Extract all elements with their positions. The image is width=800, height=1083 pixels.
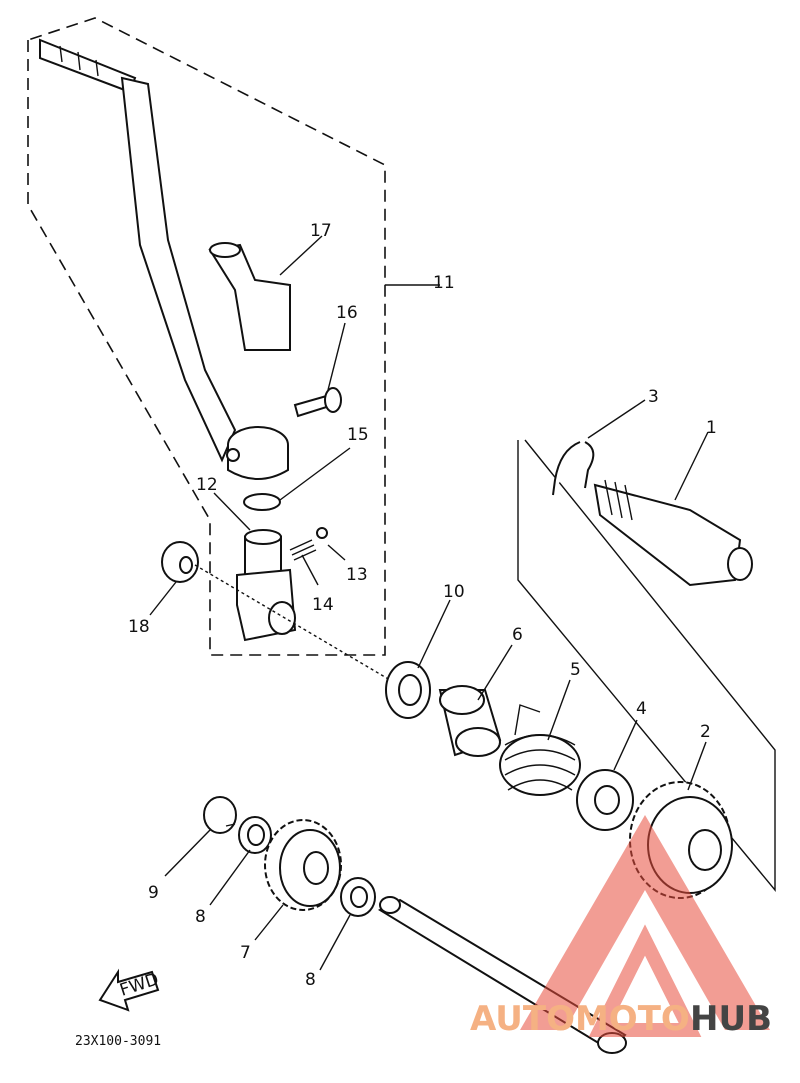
nut-18 bbox=[161, 541, 199, 583]
assembly-axis-line bbox=[194, 564, 391, 681]
circlip-15 bbox=[243, 493, 281, 511]
assembly-11-boundary bbox=[27, 17, 386, 656]
bolt-16 bbox=[293, 387, 342, 418]
diagram-code: 23X100-3091 bbox=[75, 1034, 161, 1049]
label-part-10: 10 bbox=[443, 582, 465, 602]
fwd-arrow-icon: FWD bbox=[98, 968, 161, 1012]
label-part-15: 15 bbox=[347, 425, 369, 445]
ball-13 bbox=[316, 527, 328, 539]
label-part-17: 17 bbox=[310, 221, 332, 241]
clip-3 bbox=[552, 441, 595, 496]
torsion-spring-5 bbox=[499, 704, 581, 796]
assembly-1-boundary bbox=[517, 439, 776, 892]
idle-gear-7 bbox=[264, 819, 342, 911]
automotohub-watermark: AUTOMOTO HUB bbox=[470, 815, 772, 1039]
label-part-8b: 8 bbox=[305, 970, 316, 990]
label-part-2: 2 bbox=[700, 722, 711, 742]
label-part-12: 12 bbox=[196, 475, 218, 495]
label-part-4: 4 bbox=[636, 699, 647, 719]
label-part-5: 5 bbox=[570, 660, 581, 680]
watermark-triangle-icon bbox=[520, 815, 770, 1030]
label-part-8a: 8 bbox=[195, 907, 206, 927]
label-part-7: 7 bbox=[240, 943, 251, 963]
oil-seal-10 bbox=[385, 661, 431, 719]
spring-14 bbox=[289, 539, 317, 561]
kick-pedal-boss-17 bbox=[208, 242, 291, 351]
washer-4 bbox=[576, 769, 634, 831]
washer-8b bbox=[340, 877, 376, 917]
kick-boss-12 bbox=[236, 529, 297, 642]
label-part-6: 6 bbox=[512, 625, 523, 645]
leader-lines bbox=[149, 235, 709, 971]
label-part-3: 3 bbox=[648, 387, 659, 407]
kick-shaft-1 bbox=[593, 479, 753, 587]
label-part-1: 1 bbox=[706, 418, 717, 438]
label-part-18: 18 bbox=[128, 617, 150, 637]
label-part-14: 14 bbox=[312, 595, 334, 615]
label-part-9: 9 bbox=[148, 883, 159, 903]
kick-crank-arm bbox=[39, 38, 289, 480]
label-part-11: 11 bbox=[433, 273, 455, 293]
washer-8a bbox=[238, 816, 272, 854]
spacer-6 bbox=[438, 685, 502, 757]
svg-text:HUB: HUB bbox=[690, 999, 772, 1039]
label-part-13: 13 bbox=[346, 565, 368, 585]
svg-text:AUTOMOTO: AUTOMOTO bbox=[470, 999, 690, 1039]
label-part-16: 16 bbox=[336, 303, 358, 323]
circlip-9 bbox=[203, 796, 237, 834]
